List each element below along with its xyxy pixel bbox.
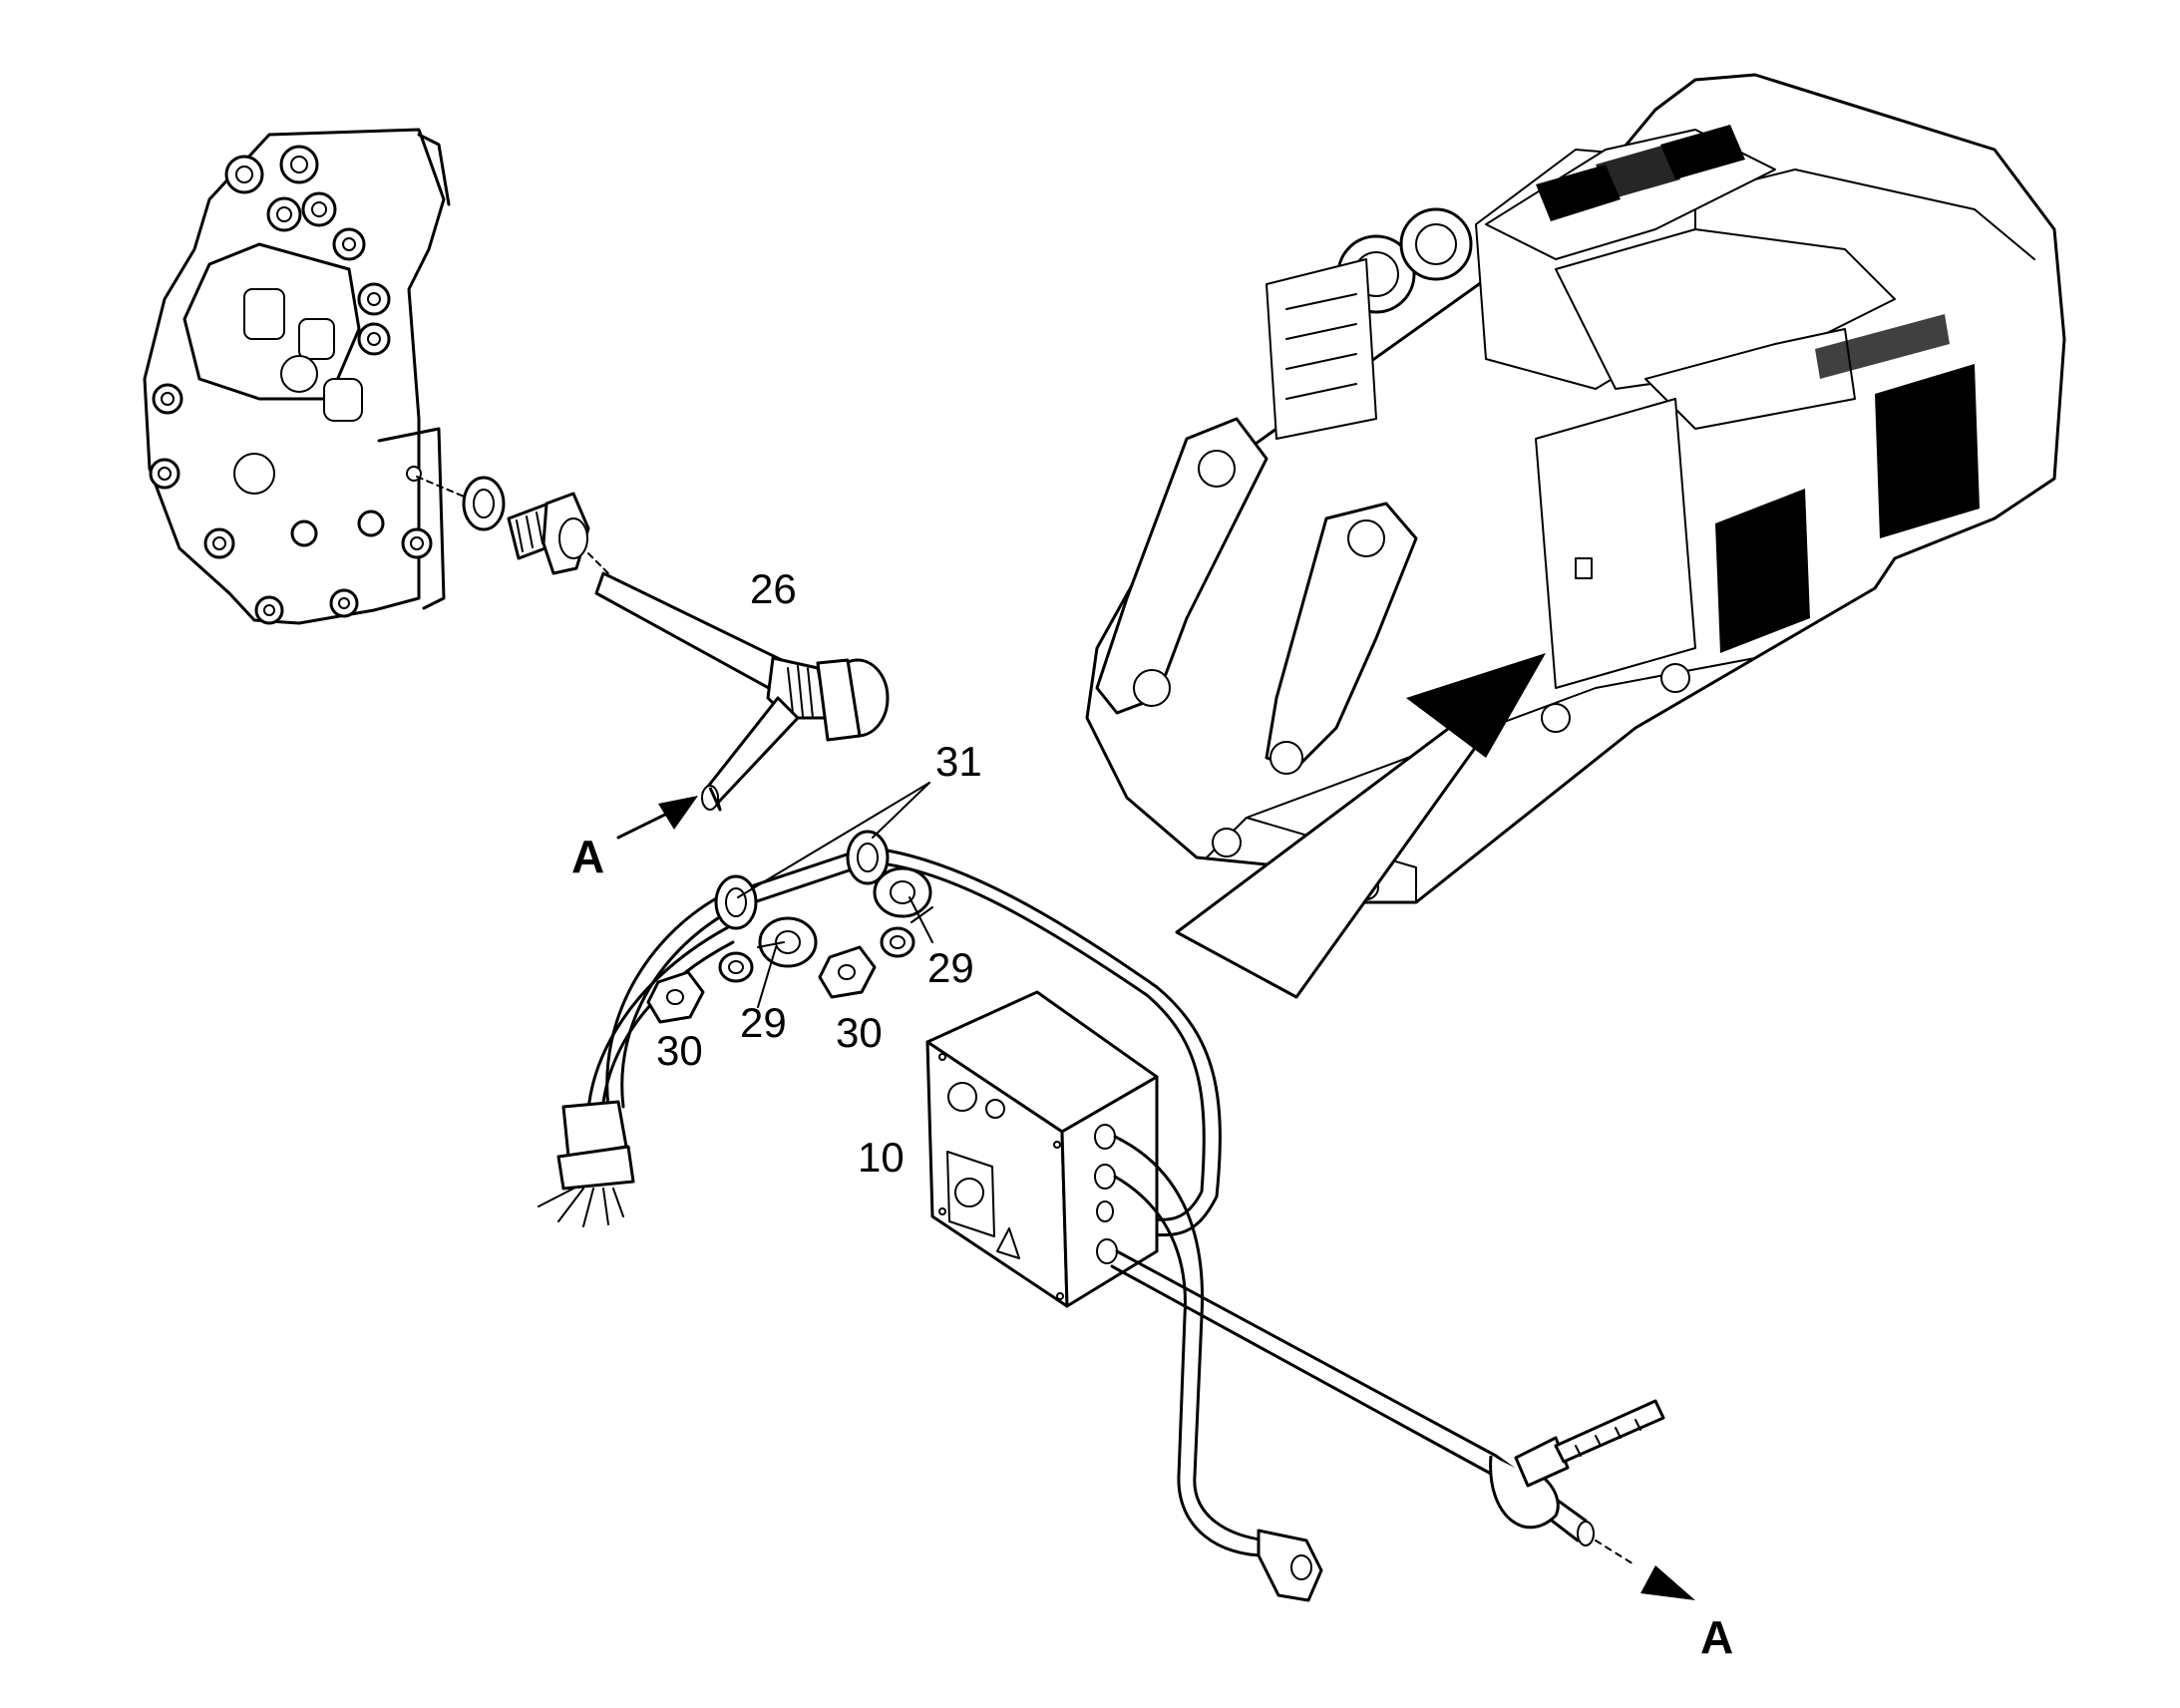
fitting-assembly bbox=[416, 476, 609, 575]
leader-lines bbox=[737, 782, 933, 1008]
vent-grille-side bbox=[1715, 314, 1980, 653]
callout-29-left: 29 bbox=[740, 999, 787, 1046]
transmission-housing bbox=[143, 128, 451, 625]
callout-26: 26 bbox=[750, 565, 797, 612]
arrow-a-right bbox=[1595, 1539, 1695, 1600]
callout-30-right: 30 bbox=[836, 1009, 883, 1056]
callout-10: 10 bbox=[858, 1134, 905, 1181]
callout-31: 31 bbox=[935, 738, 982, 785]
vent-grille-top bbox=[1536, 125, 1745, 221]
arrow-a-left bbox=[616, 796, 698, 840]
callout-labels: 26 31 29 29 30 30 10 A A bbox=[571, 565, 1733, 1663]
machine-upper-structure bbox=[1085, 73, 2066, 999]
callout-30-left: 30 bbox=[656, 1027, 703, 1074]
callout-a-left: A bbox=[571, 831, 604, 882]
heater-element bbox=[594, 571, 890, 812]
callout-29-right: 29 bbox=[927, 944, 974, 991]
callout-a-right: A bbox=[1700, 1611, 1733, 1663]
cable-harness bbox=[538, 830, 1665, 1602]
